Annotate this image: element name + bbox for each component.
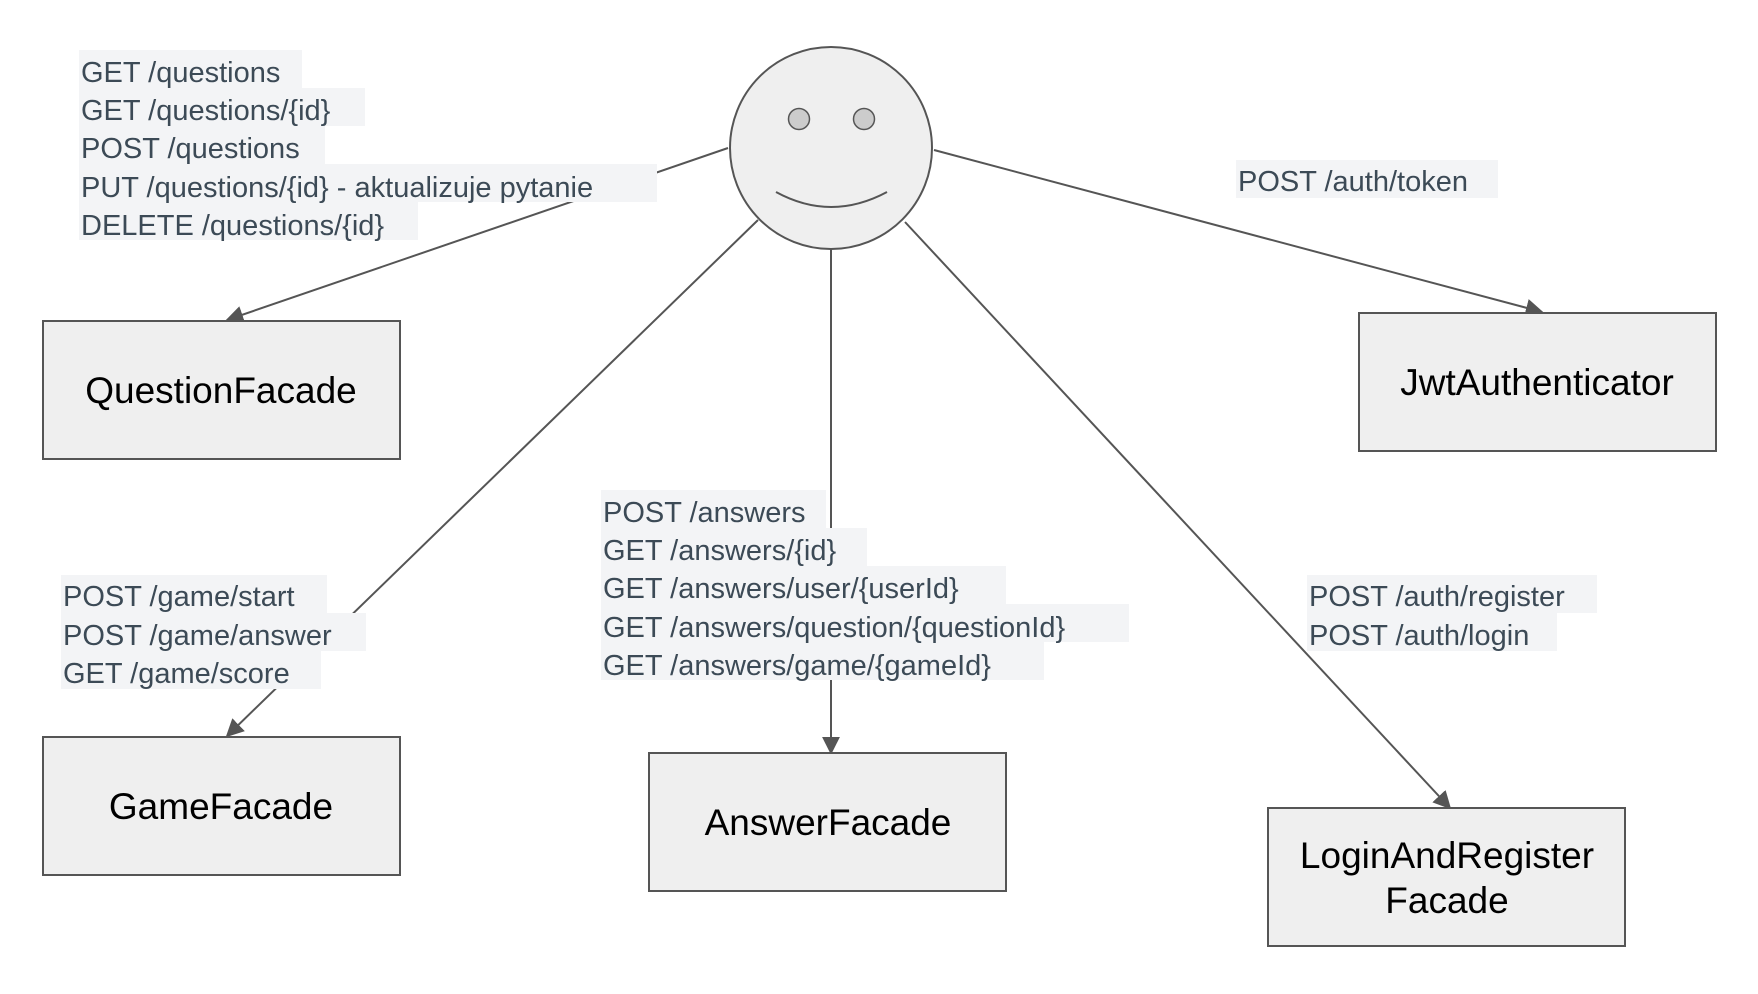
endpoint-label: POST /questions xyxy=(81,133,300,165)
question-facade-endpoints: GET /questions GET /questions/{id} POST … xyxy=(79,50,657,242)
endpoint-label: GET /answers/user/{userId} xyxy=(603,573,959,605)
endpoint-label: PUT /questions/{id} - aktualizuje pytani… xyxy=(81,172,593,204)
endpoint-label: POST /answers xyxy=(603,497,806,529)
answer-facade-endpoints: POST /answers GET /answers/{id} GET /ans… xyxy=(601,490,1129,682)
edges xyxy=(225,147,1544,810)
jwt-authenticator-endpoints: POST /auth/token xyxy=(1236,160,1498,198)
endpoint-label: GET /questions xyxy=(81,57,280,89)
endpoint-label: GET /answers/{id} xyxy=(603,535,837,567)
game-facade-label: GameFacade xyxy=(109,786,333,827)
edge-actor-to-jwt-authenticator xyxy=(933,149,1544,317)
endpoint-label: GET /answers/game/{gameId} xyxy=(603,650,991,682)
answer-facade-label: AnswerFacade xyxy=(705,802,952,843)
game-facade-box: GameFacade xyxy=(42,736,401,876)
endpoint-label: DELETE /questions/{id} xyxy=(81,210,384,242)
question-facade-box: QuestionFacade xyxy=(42,320,401,460)
endpoint-label: POST /auth/login xyxy=(1309,620,1529,652)
endpoint-label: POST /auth/register xyxy=(1309,581,1565,613)
endpoint-label: POST /game/start xyxy=(63,581,295,613)
login-register-facade-label-line2: Facade xyxy=(1385,880,1508,921)
endpoint-label: POST /game/answer xyxy=(63,620,332,652)
endpoint-label: GET /answers/question/{questionId} xyxy=(603,612,1065,644)
login-register-facade-box: LoginAndRegister Facade xyxy=(1267,807,1626,947)
endpoint-label: POST /auth/token xyxy=(1238,166,1468,198)
login-register-endpoints: POST /auth/register POST /auth/login xyxy=(1307,575,1597,652)
endpoint-label: GET /game/score xyxy=(63,658,290,690)
smiley-actor-icon xyxy=(729,46,933,250)
edge-actor-to-login-register-facade xyxy=(904,221,1452,810)
question-facade-label: QuestionFacade xyxy=(85,370,357,411)
endpoint-label: GET /questions/{id} xyxy=(81,95,331,127)
login-register-facade-label-line1: LoginAndRegister xyxy=(1300,835,1594,876)
jwt-authenticator-label: JwtAuthenticator xyxy=(1400,362,1674,403)
game-facade-endpoints: POST /game/start POST /game/answer GET /… xyxy=(61,575,366,690)
jwt-authenticator-box: JwtAuthenticator xyxy=(1358,312,1717,452)
answer-facade-box: AnswerFacade xyxy=(648,752,1007,892)
